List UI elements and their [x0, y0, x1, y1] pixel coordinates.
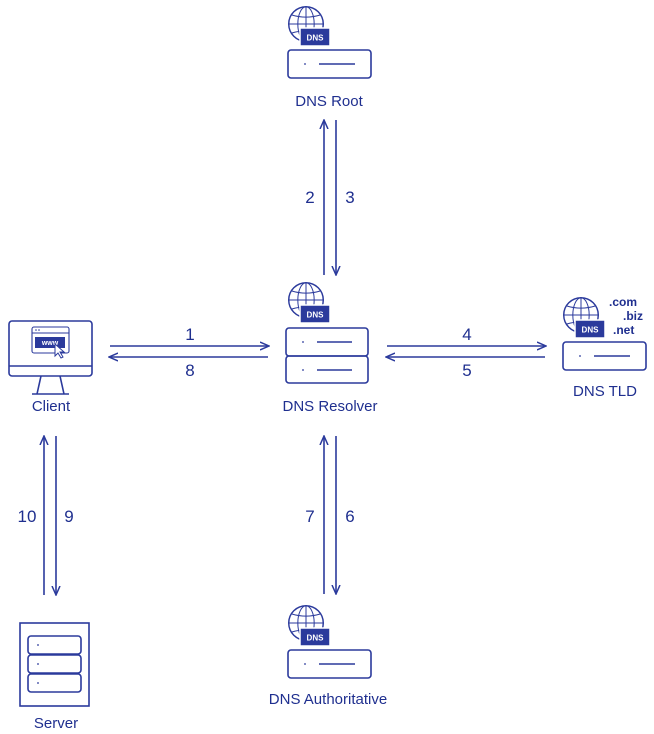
dns-tld-label: DNS TLD [573, 383, 637, 400]
dns-authoritative-label: DNS Authoritative [269, 691, 387, 708]
client-label: Client [32, 398, 71, 415]
step-2-label: 2 [305, 188, 314, 207]
tld-net-text: .net [613, 323, 634, 337]
dns-resolver-node: DNS DNS Resolver [282, 281, 378, 415]
dns-badge-text: DNS [582, 326, 600, 335]
dns-resolver-label: DNS Resolver [282, 398, 377, 415]
step-6-label: 6 [345, 507, 354, 526]
cursor-icon [54, 342, 66, 359]
dns-badge-text: DNS [307, 34, 325, 43]
tld-com-text: .com [609, 295, 637, 309]
step-10-label: 10 [18, 507, 37, 526]
server-rack-icon [19, 622, 90, 707]
server-node: Server [19, 622, 90, 732]
step-8-label: 8 [185, 361, 194, 380]
server-label: Server [34, 715, 78, 732]
client-node: www Client [8, 320, 93, 415]
server-box-icon [562, 341, 647, 371]
tld-biz-text: .biz [623, 309, 643, 323]
dns-tld-node: DNS .com .biz .net DNS TLD [562, 295, 647, 400]
client-server-arrows: 10 9 [18, 436, 74, 595]
monitor-icon: www [8, 320, 93, 395]
dns-badge: DNS [299, 627, 331, 647]
dns-badge-text: DNS [307, 634, 325, 643]
server-stack-icon [285, 327, 369, 384]
step-5-label: 5 [462, 361, 471, 380]
dns-root-label: DNS Root [295, 93, 363, 110]
dns-badge-text: DNS [307, 311, 325, 320]
dns-root-node: DNS DNS Root [287, 6, 372, 110]
step-4-label: 4 [462, 325, 471, 344]
resolver-tld-arrows: 4 5 [387, 325, 545, 380]
dns-authoritative-node: DNS DNS Authoritative [269, 605, 387, 708]
step-7-label: 7 [305, 507, 314, 526]
server-box-icon [287, 49, 372, 79]
dns-badge: DNS [299, 304, 331, 324]
root-resolver-arrows: 2 3 [305, 120, 355, 275]
dns-badge: DNS [299, 27, 331, 47]
step-9-label: 9 [64, 507, 73, 526]
www-text: www [41, 340, 59, 347]
dns-badge: DNS [574, 319, 606, 339]
step-1-label: 1 [185, 325, 194, 344]
client-resolver-arrows: 1 8 [110, 325, 268, 380]
step-3-label: 3 [345, 188, 354, 207]
server-box-icon [287, 649, 372, 679]
resolver-authoritative-arrows: 7 6 [305, 436, 355, 594]
